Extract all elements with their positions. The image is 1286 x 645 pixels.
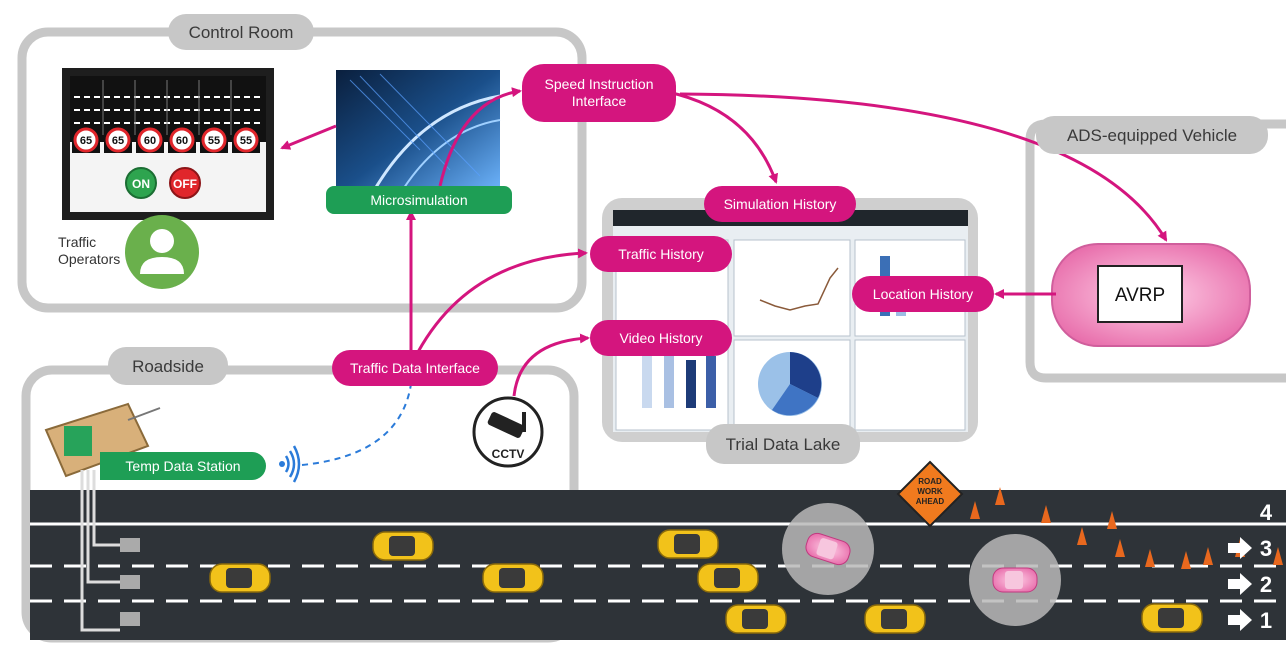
arrow-station-to-trafficdata xyxy=(301,383,412,466)
traffic-cone xyxy=(1145,549,1155,567)
traffic-cone xyxy=(1115,539,1125,557)
traffic-operators-label: Traffic Operators xyxy=(58,234,120,268)
traffic-cone xyxy=(970,501,980,519)
traffic-cone xyxy=(1107,511,1117,529)
sensor-wiring xyxy=(80,470,140,632)
car-icon xyxy=(372,531,434,561)
lane-indicator: 1 xyxy=(1228,608,1272,633)
temp-data-station xyxy=(44,402,161,478)
traffic-operators-line-2: Operators xyxy=(58,251,121,267)
simulation-history: Simulation History xyxy=(704,186,856,222)
vms-speed-value: 65 xyxy=(112,135,124,147)
data-lake-label: Trial Data Lake xyxy=(706,424,860,464)
car-icon xyxy=(209,563,271,593)
speed-instruction-interface: Speed Instruction Interface xyxy=(522,64,676,122)
svg-text:CCTV: CCTV xyxy=(492,447,525,461)
vehicle-zone-label: ADS-equipped Vehicle xyxy=(1036,116,1268,154)
cctv-camera-icon: CCTV xyxy=(472,396,544,468)
car-icon xyxy=(697,563,759,593)
traffic-cone xyxy=(1041,505,1051,523)
wireless-signal-icon xyxy=(279,445,301,483)
svg-text:ON: ON xyxy=(132,177,150,191)
vms-speed-value: 55 xyxy=(208,135,220,147)
traffic-history: Traffic History xyxy=(590,236,732,272)
lane-indicator: 4 xyxy=(1260,500,1273,525)
vms-speed-value: 60 xyxy=(176,135,188,147)
ads-car-2 xyxy=(992,567,1038,593)
traffic-cone xyxy=(1273,547,1283,565)
traffic-cone xyxy=(995,487,1005,505)
lane-indicator: 3 xyxy=(1228,536,1272,561)
on-button[interactable]: ON xyxy=(125,167,157,199)
road-work-sign: ROAD WORK AHEAD xyxy=(896,460,964,528)
car-icon xyxy=(725,604,787,634)
traffic-operators-line-1: Traffic xyxy=(58,234,97,250)
temp-data-station-label: Temp Data Station xyxy=(100,452,266,480)
lane-arrow-icon xyxy=(1228,573,1252,595)
control-room-label: Control Room xyxy=(168,14,314,50)
lane-number: 1 xyxy=(1260,608,1272,633)
lane-indicator: 2 xyxy=(1228,572,1272,597)
vms-speed-value: 55 xyxy=(240,135,252,147)
svg-text:WORK: WORK xyxy=(917,487,943,496)
vms-speed-sign: 60 xyxy=(168,127,196,153)
road-cars xyxy=(209,529,1203,634)
traffic-data-interface: Traffic Data Interface xyxy=(332,350,498,386)
svg-text:ROAD: ROAD xyxy=(918,477,942,486)
arrow-speed-to-simhistory xyxy=(667,90,778,184)
svg-text:OFF: OFF xyxy=(173,177,197,191)
car-icon xyxy=(864,604,926,634)
lane-number: 2 xyxy=(1260,572,1272,597)
off-button[interactable]: OFF xyxy=(169,167,201,199)
car-icon xyxy=(657,529,719,559)
lane-indicators: 4 3 2 1 xyxy=(1228,500,1273,633)
location-history: Location History xyxy=(852,276,994,312)
vms-speed-signs: 65 65 60 60 55 55 xyxy=(72,127,260,153)
vms-speed-sign: 55 xyxy=(232,127,260,153)
traffic-cone xyxy=(1077,527,1087,545)
avrp-vehicle: AVRP xyxy=(1051,243,1251,347)
vms-speed-sign: 55 xyxy=(200,127,228,153)
lane-number: 4 xyxy=(1260,500,1273,525)
arrow-micro-to-monitor xyxy=(280,124,337,150)
car-icon xyxy=(1141,603,1203,633)
arrow-cctv-to-videohistory xyxy=(512,333,590,397)
traffic-cone xyxy=(1181,551,1191,569)
arrow-speed-to-vehicle xyxy=(679,92,1168,242)
arrow-trafficdata-to-traffichistory xyxy=(416,248,588,353)
svg-text:AVRP: AVRP xyxy=(1115,285,1165,306)
vms-speed-sign: 60 xyxy=(136,127,164,153)
lane-arrow-icon xyxy=(1228,537,1252,559)
video-history: Video History xyxy=(590,320,732,356)
vms-speed-value: 60 xyxy=(144,135,156,147)
svg-text:AHEAD: AHEAD xyxy=(916,497,945,506)
microsimulation-image xyxy=(336,70,501,195)
person-icon xyxy=(125,215,199,289)
vms-speed-sign: 65 xyxy=(72,127,100,153)
roadside-label: Roadside xyxy=(108,347,228,385)
vms-speed-value: 65 xyxy=(80,135,92,147)
vms-speed-sign: 65 xyxy=(104,127,132,153)
ads-car-1 xyxy=(805,532,851,566)
lane-number: 3 xyxy=(1260,536,1272,561)
microsimulation-label: Microsimulation xyxy=(326,186,512,214)
lane-arrow-icon xyxy=(1228,609,1252,631)
car-icon xyxy=(482,563,544,593)
traffic-cone xyxy=(1203,547,1213,565)
arrow-micro-to-speed xyxy=(438,87,522,187)
